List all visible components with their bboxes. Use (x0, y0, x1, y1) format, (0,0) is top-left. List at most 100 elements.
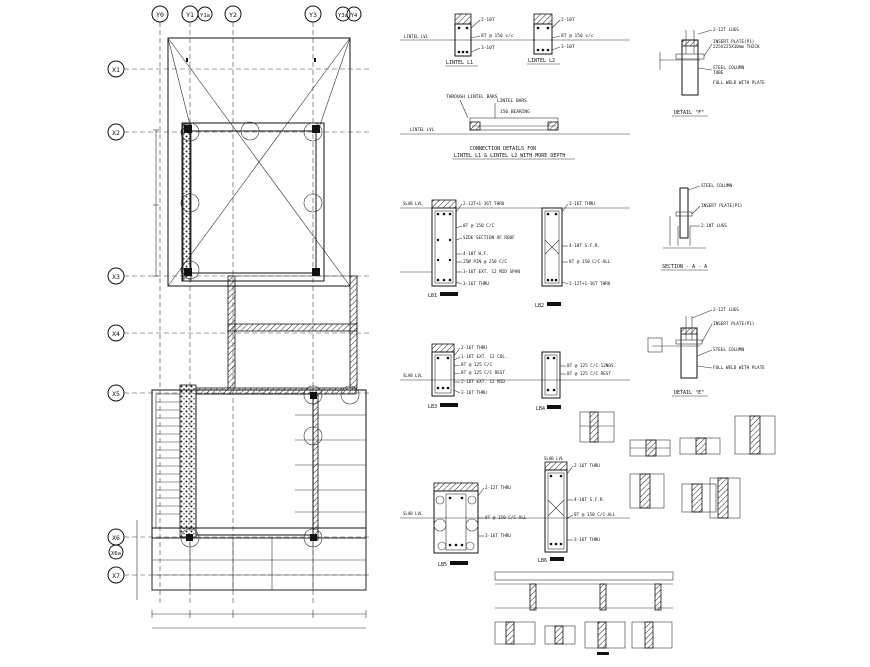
grid-row-x6: X6 (107, 528, 370, 546)
rebar-note: 150 BEARING (500, 109, 530, 115)
level-label: SLAB LVL (403, 373, 423, 378)
rebar-note: 8T @ 150 C/C (463, 223, 494, 229)
grid-column-y1a: Y1a (197, 6, 213, 22)
steel-note: 225X225X10mm THICK (713, 44, 760, 50)
rebar-note: 3-10T (481, 45, 495, 51)
rebar-note: 3-16T THRU (485, 533, 511, 539)
grid-label: X2 (112, 129, 120, 137)
level-label: SLAB LVL (403, 511, 423, 516)
grid-row-x6a: X6a (108, 544, 124, 560)
joint-sketches (579, 411, 776, 519)
rebar-note: 2-16T EXT. 12 MID (461, 379, 505, 385)
detail-caption: CONNECTION DETAILS FOR (470, 146, 537, 152)
grid-label: X6 (112, 534, 120, 542)
grid-label: Y1 (186, 11, 194, 19)
rebar-note: 4-10T W.F. (463, 251, 489, 257)
rebar-note: 8T @ 125 C/C-12NOS. (567, 363, 616, 369)
grid-label: X7 (112, 572, 120, 580)
rebar-note: 8T @ 150 C/C-ALL (574, 512, 616, 518)
rebar-note: 25Ø PIN @ 250 C/C (463, 258, 507, 265)
detail-title: LB6 (538, 558, 547, 564)
beam-lb5-detail: SLAB LVL 2-12T THRU 8T @ 150 C/C-ALL 3-1… (400, 482, 527, 568)
grid-label: Y0 (156, 11, 164, 19)
steel-note: 2-10T LUGS (701, 223, 727, 229)
lintel-connection-detail: LINTEL LVL THROUGH LINTEL BARS LINTEL BA… (400, 94, 630, 160)
lintel-l1-detail: LINTEL LVL 2-10T 8T @ 150 c/c 3-10T LINT… (400, 13, 520, 67)
rebar-note: 3-16T THRU (463, 281, 489, 287)
steel-note: STEEL COLUMN (713, 347, 744, 353)
grid-column-y3a: Y3a (335, 6, 351, 22)
beam-lb2-detail: 2-16T THRU 4-10T S.F.R. 8T @ 150 C/C-ALL… (520, 201, 630, 309)
rebar-note: 3-10T (561, 44, 575, 50)
detail-title: SECTION - A - A (662, 264, 707, 270)
beam-lb6-detail: SLAB LVL 2-16T THRU 4-10T S.F.R. 8T @ 15… (520, 456, 630, 564)
grid-label: X5 (112, 390, 120, 398)
detail-title: LB5 (438, 562, 447, 568)
bottom-section-strip (494, 571, 674, 655)
level-label: LINTEL LVL (404, 34, 429, 39)
rebar-note: 2-12T THRU (485, 485, 511, 491)
rebar-note: 2-12T+1-16T THRU (463, 201, 505, 207)
detail-title: LINTEL L1 (446, 60, 473, 66)
grid-label: X1 (112, 66, 120, 74)
steel-note: INSERT PLATE(P1) (713, 39, 754, 45)
rebar-note: 2-10T (481, 17, 495, 23)
grid-row-x1: X1 (107, 60, 370, 78)
rebar-note: SIDE SECTION OF ROOF (463, 235, 515, 241)
rebar-note: 4-10T S.F.R. (569, 243, 600, 249)
beam-lb3-detail: SLAB LVL 2-16T THRU 1-16T EXT. 12 COL. 8… (400, 343, 520, 410)
grid-row-x4: X4 (107, 324, 370, 342)
steel-note: FULL WELD WITH PLATE (713, 80, 765, 86)
grid-column-y3: Y3 (304, 5, 322, 605)
level-label: SLAB LVL (403, 201, 423, 206)
detail-title: LB1 (428, 293, 437, 299)
rebar-note: 1-16T EXT. 12 COL. (461, 354, 508, 360)
level-label: SLAB LVL (544, 456, 564, 461)
level-label: LINTEL LVL (410, 127, 435, 132)
grid-row-x2: X2 (107, 123, 370, 141)
steel-note: FULL WELD WITH PLATE (713, 365, 765, 371)
beam-frame (181, 122, 325, 282)
steel-note: TUBE (713, 70, 724, 76)
grid-label: Y3 (309, 11, 317, 19)
masonry-wall-left (182, 123, 192, 282)
roof-outline (167, 37, 351, 287)
rebar-note: 4-10T S.F.R. (574, 497, 605, 503)
rebar-note: 8T @ 150 c/c (481, 33, 514, 39)
detail-title: LB4 (536, 406, 545, 412)
rebar-note: 2-16T THRU (569, 201, 595, 207)
rebar-note: 8T @ 150 C/C-ALL (569, 259, 611, 265)
upper-plan-block (153, 37, 351, 287)
steel-note: INSERT PLATE(P1) (713, 321, 754, 327)
grid-label: X4 (112, 330, 120, 338)
detail-title: LB2 (535, 303, 544, 309)
grid-label: X6a (111, 551, 121, 557)
middle-link-block (227, 275, 358, 389)
steel-note: STEEL COLUMN (701, 183, 732, 189)
grid-label: Y3a (338, 13, 348, 19)
beam-lb1-detail: SLAB LVL 2-12T+1-16T THRU 8T @ 150 C/C S… (400, 199, 520, 299)
grid-label: Y4 (351, 13, 358, 19)
rebar-note: 2-16T THRU (574, 463, 600, 469)
staircase (155, 393, 181, 529)
grid-column-y4: Y4 (346, 6, 362, 22)
rebar-note: 8T @ 125 C/C REST (461, 370, 505, 376)
detail-f: 2-12T LUGS INSERT PLATE(P1) 225X225X10mm… (659, 27, 765, 117)
lower-plan-block (136, 384, 367, 629)
rebar-note: 3-16T EXT. 12 MID SPAN (463, 269, 520, 275)
rebar-note: THROUGH LINTEL BARS (446, 94, 498, 100)
steel-note: INSERT PLATE(P1) (701, 203, 742, 209)
rebar-note: 8T @ 125 C/C (461, 362, 492, 368)
detail-title: DETAIL "E" (674, 390, 704, 396)
grid-label: X3 (112, 273, 120, 281)
detail-caption: LINTEL L1 & LINTEL L2 WITH MORE DEPTH (454, 153, 565, 159)
beam-lb4-detail: 8T @ 125 C/C-12NOS. 8T @ 125 C/C REST LB… (520, 351, 630, 412)
steel-note: 2-12T LUGS (713, 27, 739, 33)
rebar-note: 2-16T THRU (461, 345, 487, 351)
rebar-note: 8T @ 125 C/C REST (567, 371, 611, 377)
rebar-note: LINTEL BARS (497, 98, 527, 104)
detail-e: 2-12T LUGS INSERT PLATE(P1) STEEL COLUMN… (647, 307, 765, 397)
grid-label: Y2 (229, 11, 237, 19)
rebar-note: 2-10T (561, 17, 575, 23)
